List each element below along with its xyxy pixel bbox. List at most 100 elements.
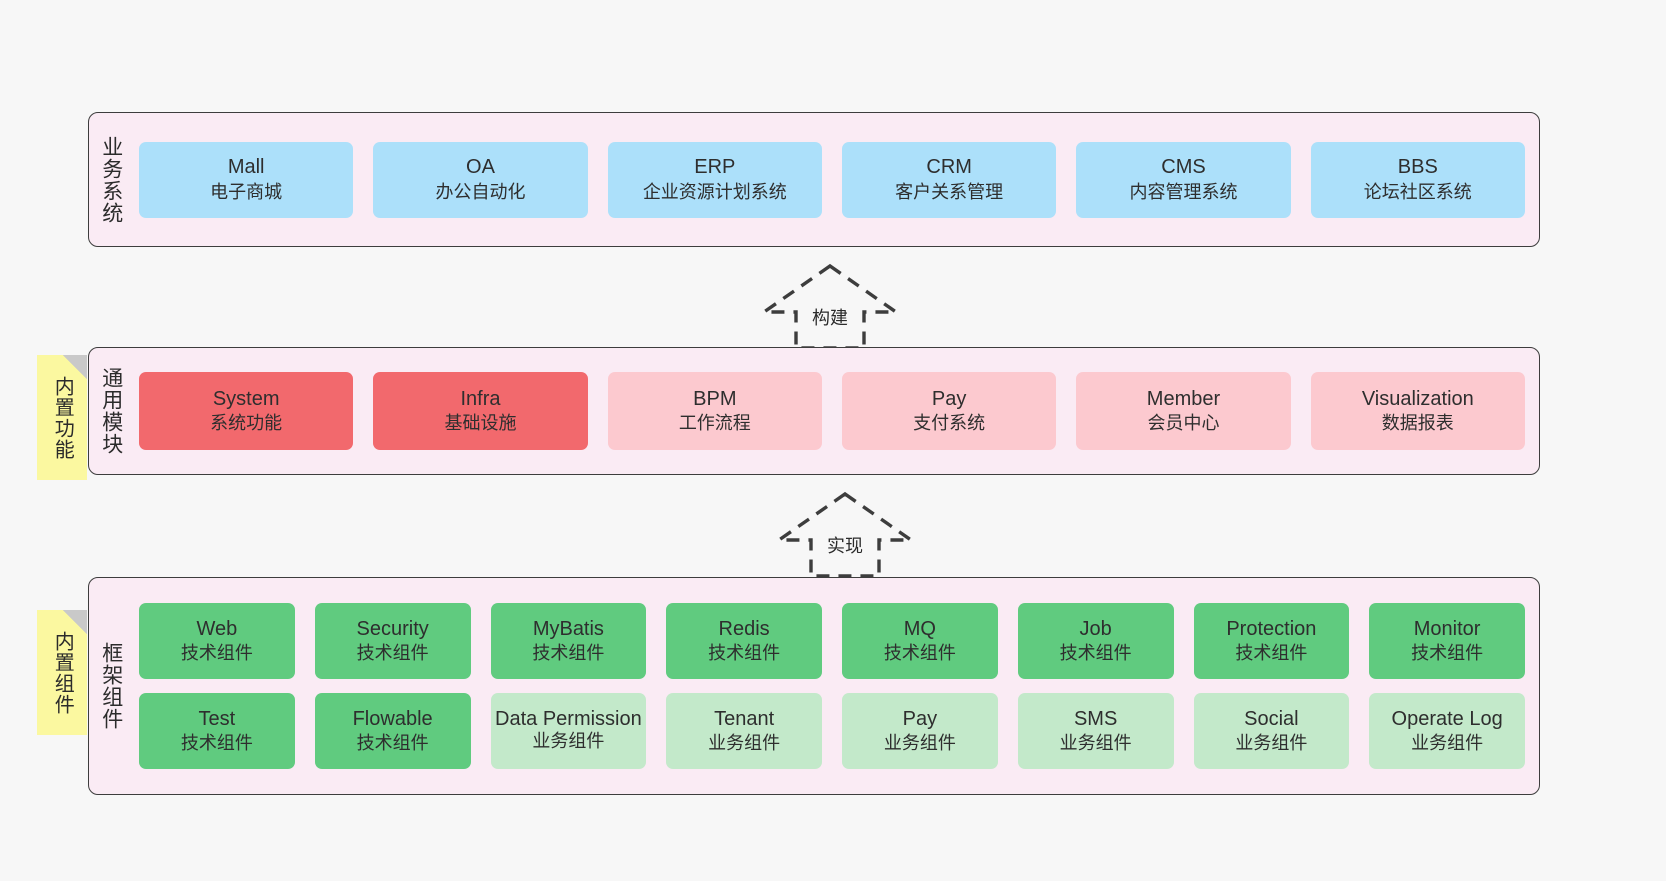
card-cms[interactable]: CMS 内容管理系统 — [1076, 141, 1291, 218]
card-subtitle: 业务组件 — [1059, 733, 1132, 754]
card-title: Redis — [718, 617, 770, 640]
card-title: SMS — [1073, 707, 1118, 730]
card-title: Visualization — [1361, 387, 1474, 410]
card-row: Test 技术组件 Flowable 技术组件 Data Permission … — [139, 693, 1525, 769]
card-bbs[interactable]: BBS 论坛社区系统 — [1310, 141, 1525, 218]
sticky-note-builtin-component: 内置组件 — [37, 610, 87, 735]
layer-body-common-module: System 系统功能 Infra 基础设施 BPM 工作流程 Pay 支付系统… — [133, 348, 1539, 474]
card-member[interactable]: Member 会员中心 — [1076, 372, 1291, 450]
card-mall[interactable]: Mall 电子商城 — [139, 141, 354, 218]
card-subtitle: 工作流程 — [678, 413, 751, 434]
card-subtitle: 技术组件 — [356, 643, 429, 664]
layer-label-business-system: 业务系统 — [99, 135, 123, 224]
card-crm[interactable]: CRM 客户关系管理 — [841, 141, 1057, 218]
card-subtitle: 论坛社区系统 — [1363, 181, 1472, 202]
card-title: Data Permission — [495, 707, 642, 730]
card-infra[interactable]: Infra 基础设施 — [373, 372, 588, 450]
card-social[interactable]: Social 业务组件 — [1193, 693, 1350, 769]
card-pay[interactable]: Pay 支付系统 — [841, 372, 1057, 450]
card-data-permission[interactable]: Data Permission 业务组件 — [490, 693, 647, 769]
card-erp[interactable]: ERP 企业资源计划系统 — [607, 141, 822, 218]
card-bpm[interactable]: BPM 工作流程 — [607, 372, 822, 450]
card-pay-business[interactable]: Pay 业务组件 — [842, 693, 998, 769]
card-security[interactable]: Security 技术组件 — [314, 603, 471, 679]
card-title: Pay — [931, 387, 967, 410]
connector-build: 构建 — [758, 262, 902, 350]
layer-body-business-system: Mall 电子商城 OA 办公自动化 ERP 企业资源计划系统 CRM 客户关系… — [133, 113, 1539, 246]
card-redis[interactable]: Redis 技术组件 — [666, 603, 822, 679]
sticky-note-text: 内置组件 — [51, 630, 74, 715]
layer-business-system[interactable]: 业务系统 Mall 电子商城 OA 办公自动化 ERP 企业资源计划系统 CRM… — [88, 112, 1540, 247]
card-title: Web — [196, 617, 238, 640]
card-subtitle: 企业资源计划系统 — [642, 181, 787, 202]
card-title: Member — [1146, 387, 1221, 410]
card-sms[interactable]: SMS 业务组件 — [1017, 693, 1174, 769]
card-title: CRM — [926, 156, 972, 179]
card-oa[interactable]: OA 办公自动化 — [373, 141, 588, 218]
connector-implement-shape — [773, 491, 917, 578]
card-title: BBS — [1397, 156, 1438, 179]
card-subtitle: 客户关系管理 — [895, 181, 1004, 202]
card-subtitle: 数据报表 — [1381, 413, 1454, 434]
card-flowable[interactable]: Flowable 技术组件 — [314, 693, 471, 769]
card-title: Flowable — [352, 707, 433, 730]
card-subtitle: 技术组件 — [532, 643, 605, 664]
card-title: Protection — [1226, 617, 1317, 640]
card-title: Monitor — [1413, 617, 1481, 640]
card-title: Tenant — [714, 707, 775, 730]
card-subtitle: 技术组件 — [180, 733, 253, 754]
sticky-note-text: 内置功能 — [51, 375, 74, 460]
card-title: Operate Log — [1391, 707, 1503, 730]
card-subtitle: 业务组件 — [708, 733, 781, 754]
card-subtitle: 会员中心 — [1147, 413, 1220, 434]
card-subtitle: 技术组件 — [1235, 643, 1308, 664]
card-subtitle: 内容管理系统 — [1129, 181, 1238, 202]
card-title: CMS — [1161, 156, 1206, 179]
card-web[interactable]: Web 技术组件 — [139, 603, 295, 679]
card-subtitle: 基础设施 — [444, 413, 517, 434]
card-mq[interactable]: MQ 技术组件 — [842, 603, 998, 679]
connector-implement-label: 实现 — [827, 536, 863, 556]
card-subtitle: 技术组件 — [180, 643, 253, 664]
card-subtitle: 系统功能 — [210, 413, 283, 434]
card-subtitle: 技术组件 — [883, 643, 956, 664]
card-mybatis[interactable]: MyBatis 技术组件 — [490, 603, 647, 679]
card-title: Test — [198, 707, 236, 730]
card-subtitle: 业务组件 — [1235, 733, 1308, 754]
card-operate-log[interactable]: Operate Log 业务组件 — [1369, 693, 1525, 769]
connector-build-label: 构建 — [812, 308, 848, 328]
card-subtitle: 支付系统 — [913, 413, 986, 434]
card-subtitle: 技术组件 — [1059, 643, 1132, 664]
card-subtitle: 技术组件 — [708, 643, 781, 664]
card-system[interactable]: System 系统功能 — [139, 372, 354, 450]
card-title: ERP — [694, 156, 736, 179]
layer-label-framework-component: 框架组件 — [99, 642, 123, 730]
sticky-note-builtin-function: 内置功能 — [37, 355, 87, 480]
card-subtitle: 业务组件 — [1411, 733, 1484, 754]
card-title: Mall — [227, 156, 265, 179]
card-subtitle: 技术组件 — [1411, 643, 1484, 664]
card-monitor[interactable]: Monitor 技术组件 — [1369, 603, 1525, 679]
card-title: OA — [466, 156, 495, 179]
layer-framework-component[interactable]: 框架组件 Web 技术组件 Security 技术组件 MyBatis 技术组件… — [88, 577, 1540, 795]
card-subtitle: 电子商城 — [210, 181, 283, 202]
card-subtitle: 业务组件 — [883, 733, 956, 754]
card-test[interactable]: Test 技术组件 — [139, 693, 295, 769]
card-title: Infra — [460, 387, 501, 410]
card-title: BPM — [693, 387, 737, 410]
layer-common-module[interactable]: 通用模块 System 系统功能 Infra 基础设施 BPM 工作流程 Pay… — [88, 347, 1540, 475]
card-title: Security — [356, 617, 429, 640]
card-title: MyBatis — [532, 617, 604, 640]
card-subtitle: 业务组件 — [532, 731, 605, 752]
card-row: System 系统功能 Infra 基础设施 BPM 工作流程 Pay 支付系统… — [139, 372, 1525, 450]
card-protection[interactable]: Protection 技术组件 — [1193, 603, 1350, 679]
card-title: Social — [1244, 707, 1299, 730]
card-title: Pay — [902, 707, 938, 730]
card-title: Job — [1079, 617, 1112, 640]
card-title: System — [212, 387, 280, 410]
card-subtitle: 技术组件 — [356, 733, 429, 754]
card-job[interactable]: Job 技术组件 — [1017, 603, 1174, 679]
card-tenant[interactable]: Tenant 业务组件 — [666, 693, 822, 769]
card-row: Web 技术组件 Security 技术组件 MyBatis 技术组件 Redi… — [139, 603, 1525, 679]
card-visualization[interactable]: Visualization 数据报表 — [1310, 372, 1525, 450]
